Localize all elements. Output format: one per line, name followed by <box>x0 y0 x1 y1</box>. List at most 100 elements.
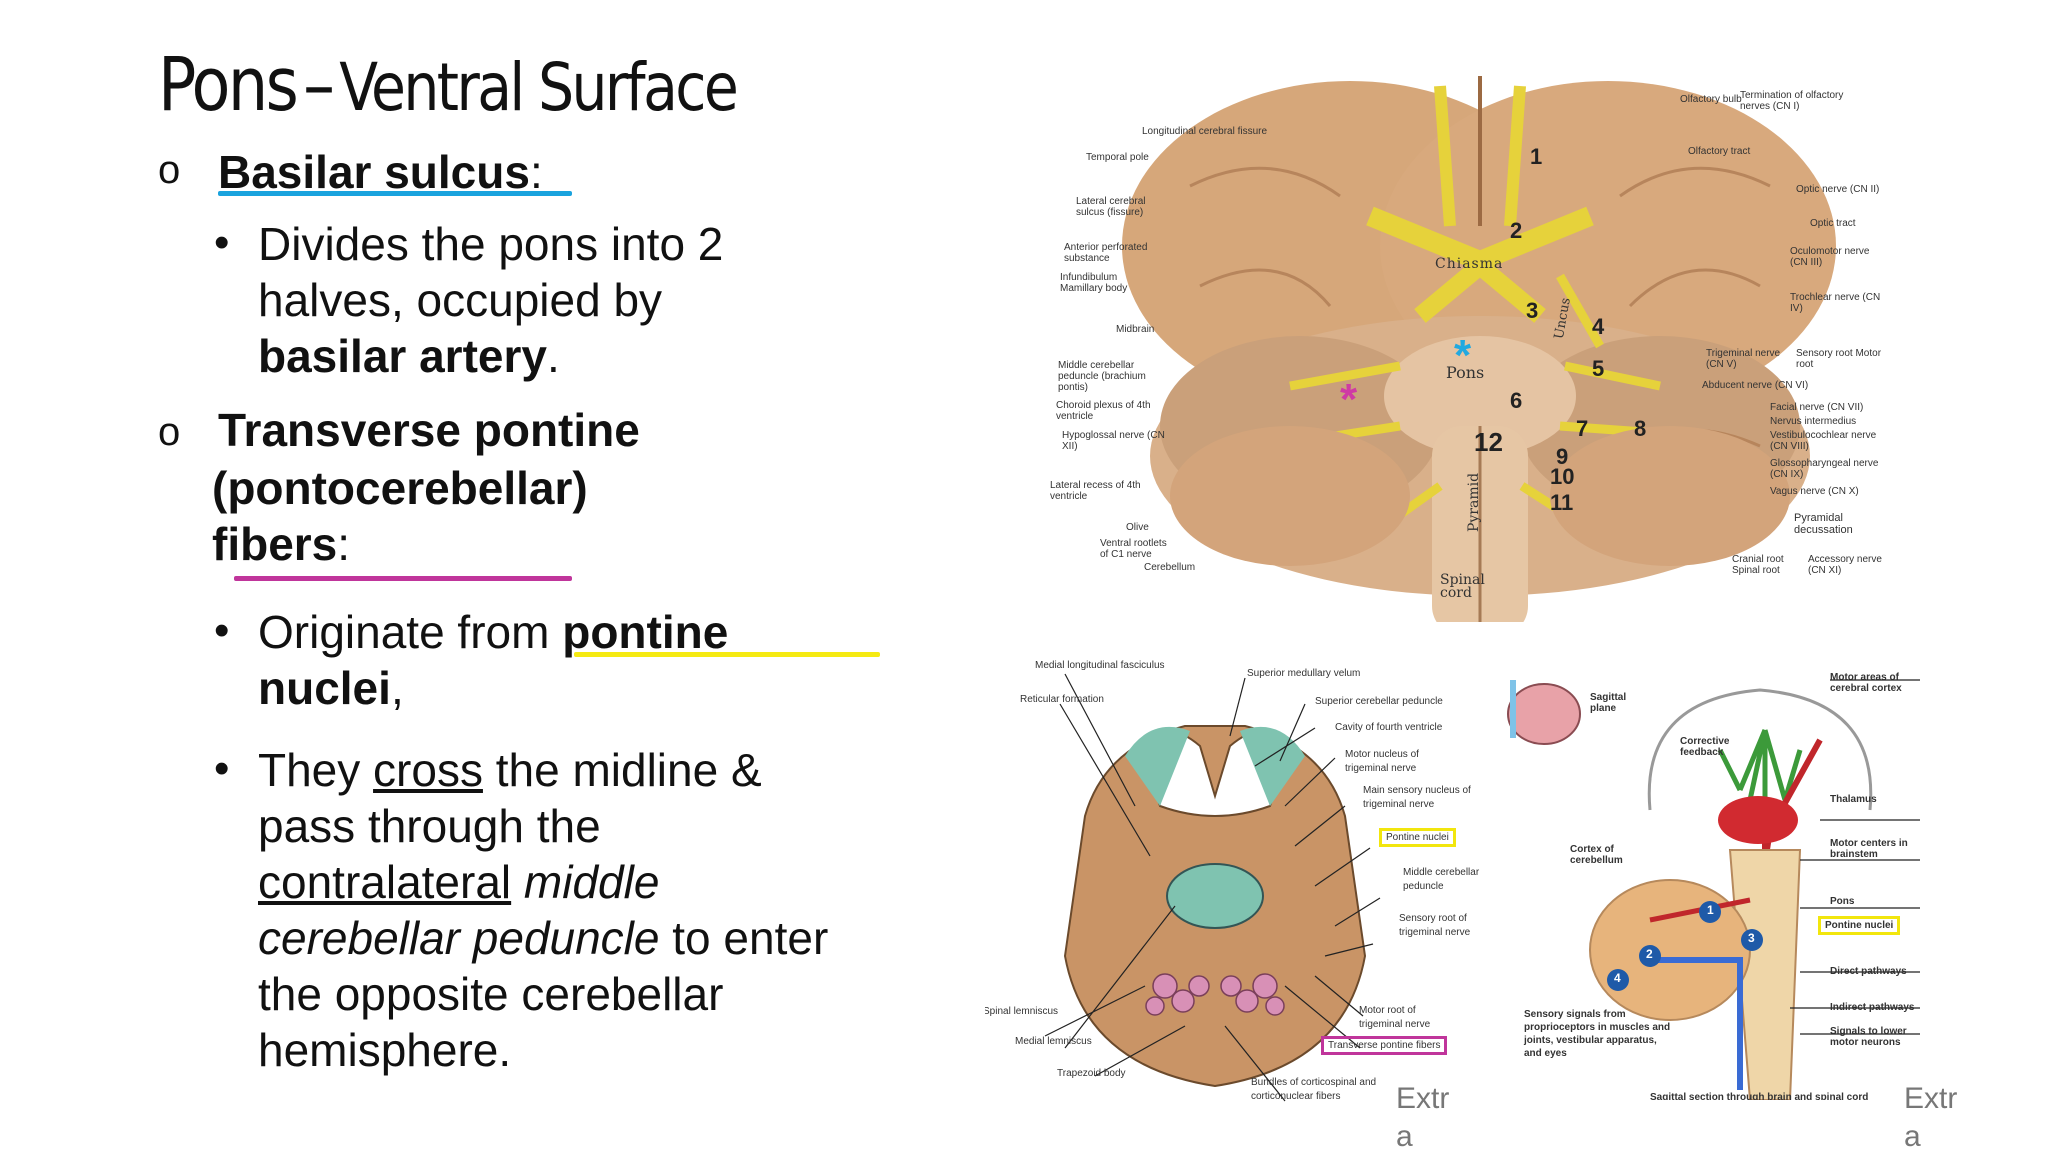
cross-line-4: cerebellar peduncle to enter <box>258 910 828 966</box>
fibers-colon: : <box>337 518 351 570</box>
fig1-right-label: Vestibulocochlear nerve (CN VIII) <box>1770 430 1877 452</box>
blue-underline <box>218 191 572 196</box>
fig2-right-label: Main sensory nucleus of trigeminal nerve <box>1363 785 1471 810</box>
pyramid-label: Pyramid <box>1466 472 1483 533</box>
nuclei-text: nuclei <box>258 662 391 714</box>
fig1-right-label: Oculomotor nerve (CN III) <box>1790 246 1870 268</box>
middle-text: middle <box>523 856 660 908</box>
circle-number: 4 <box>1614 971 1621 985</box>
fig2-right-label: Motor nucleus of trigeminal nerve <box>1345 749 1419 774</box>
dot-bullet: • <box>214 218 230 267</box>
nerve-number: 6 <box>1510 388 1523 413</box>
fibers-text: fibers <box>212 518 338 570</box>
fig1-left-label: Lateral cerebral sulcus (fissure) <box>1076 196 1146 218</box>
fig3-left-label: Corrective feedback <box>1680 736 1730 758</box>
pons-label: Pons <box>1446 363 1485 382</box>
cross-line-2: pass through the <box>258 800 601 852</box>
cerebellar-pathway-figure: 1 2 3 4 Sagittal plane Corrective feedba… <box>1500 660 1920 1100</box>
cross-point: They cross the midline & pass through th… <box>258 742 828 1078</box>
chiasma-label: Chiasma <box>1435 256 1504 272</box>
fig1-left-label: Hypoglossal nerve (CN XII) <box>1062 430 1165 452</box>
midline-text: the midline & <box>495 744 762 796</box>
magenta-star-marker: * <box>1340 375 1358 424</box>
fig1-left-label: Midbrain <box>1116 324 1155 335</box>
fig1-right-label: Accessory nerve (CN XI) <box>1808 554 1882 576</box>
circle-bullet-1: o <box>158 148 181 192</box>
fig3-left-label: Cortex of cerebellum <box>1570 844 1623 866</box>
fig3-right-label: Motor areas of cerebral cortex <box>1830 672 1902 694</box>
fig1-right-label: Pyramidal decussation <box>1794 512 1853 536</box>
fig2-left-label: Medial lemniscus <box>1015 1036 1092 1047</box>
title-sub: Ventral Surface <box>339 49 739 126</box>
basilar-point-1: Divides the pons into 2 halves, occupied… <box>258 216 723 384</box>
fig3-right-label: Signals to lower motor neurons <box>1830 1026 1907 1048</box>
origin-line-1: Originate from pontine <box>258 604 728 660</box>
heading-line-1: Transverse pontine <box>218 404 640 456</box>
nerve-number: 8 <box>1634 416 1647 441</box>
fig3-left-label: Sensory signals from proprioceptors in m… <box>1524 1009 1671 1059</box>
fig1-left-label: Temporal pole <box>1086 152 1149 163</box>
contralateral-text: contralateral <box>258 856 512 908</box>
fig1-right-label: Abducent nerve (CN VI) <box>1702 380 1809 391</box>
fig2-right-label: Bundles of corticospinal and corticonucl… <box>1251 1077 1377 1102</box>
extra-label-2-line-2: a <box>1904 1120 1921 1153</box>
basilar-line-2: halves, occupied by <box>258 274 663 326</box>
peduncle-text: cerebellar peduncle <box>258 912 660 964</box>
spinal-cord-label: Spinal cord <box>1440 572 1485 601</box>
fig1-left-label: Ventral rootlets of C1 nerve <box>1100 538 1167 560</box>
cross-line-5: the opposite cerebellar <box>258 968 724 1020</box>
nerve-number: 4 <box>1592 314 1605 339</box>
extra-label-1-line-1: Extr <box>1396 1082 1450 1115</box>
fig2-right-label: Superior cerebellar peduncle <box>1315 696 1443 707</box>
pathway-illustration <box>1500 660 1920 1100</box>
fig3-right-label: Pons <box>1830 896 1855 907</box>
fig1-left-label: Anterior perforated substance <box>1064 242 1148 264</box>
fig1-right-label: Termination of olfactory nerves (CN I) <box>1740 90 1844 112</box>
fig1-left-label: Infundibulum Mamillary body <box>1060 272 1128 294</box>
yellow-underline <box>574 652 880 657</box>
pontine-text: pontine <box>562 606 729 658</box>
basilar-line-3: basilar artery. <box>258 328 723 384</box>
comma: , <box>390 662 404 714</box>
enter-text: to enter <box>672 912 829 964</box>
nerve-number: 9 <box>1556 444 1569 469</box>
heading-colon: : <box>529 146 543 198</box>
extra-label-1-line-2: a <box>1396 1120 1413 1153</box>
fig1-left-label: Lateral recess of 4th ventricle <box>1050 480 1141 502</box>
fig2-left-label: Medial longitudinal fasciculus <box>1035 660 1165 671</box>
nerve-number: 10 <box>1550 464 1575 489</box>
basilar-artery-text: basilar artery <box>258 330 547 382</box>
nerve-number: 2 <box>1510 218 1523 243</box>
fig1-right-label: Cranial root Spinal root <box>1732 554 1784 576</box>
nerve-number: 12 <box>1474 427 1503 457</box>
nerve-number: 5 <box>1592 356 1605 381</box>
circle-number: 3 <box>1748 931 1755 945</box>
blue-star-marker: * <box>1454 331 1472 380</box>
brainstem-illustration <box>1040 66 1906 622</box>
fig2-right-label: Superior medullary velum <box>1247 668 1361 679</box>
fig2-right-label: Cavity of fourth ventricle <box>1335 722 1443 733</box>
slide-title: Pons–Ventral Surface <box>158 42 739 128</box>
fig1-right-label: Optic nerve (CN II) <box>1796 184 1880 195</box>
fig2-left-label: Spinal lemniscus <box>985 1006 1059 1017</box>
fig1-right-label: Optic tract <box>1810 218 1856 229</box>
fig3-right-label: Direct pathways <box>1830 966 1907 977</box>
they-text: They <box>258 744 361 796</box>
heading-line-2: (pontocerebellar) <box>212 462 588 514</box>
origin-text: Originate from <box>258 606 550 658</box>
basilar-sulcus-heading: Basilar sulcus: <box>218 144 543 200</box>
title-dash: – <box>303 42 335 128</box>
extra-label-2: Extr a <box>1904 1080 1957 1156</box>
circle-number: 2 <box>1646 947 1653 961</box>
circle-bullet-2: o <box>158 410 181 454</box>
dot-bullet: • <box>214 744 230 793</box>
brainstem-ventral-figure: Chiasma Pons Pyramid Uncus Spinal cord 1… <box>1040 66 1906 622</box>
nerve-number: 7 <box>1576 416 1589 441</box>
nerve-number: 11 <box>1550 490 1574 515</box>
circle-number: 1 <box>1707 903 1714 917</box>
basilar-sulcus-text: Basilar sulcus <box>218 146 530 198</box>
fig1-left-label: Middle cerebellar peduncle (brachium pon… <box>1058 360 1146 393</box>
pontine-nuclei-highlight: Pontine nuclei <box>1379 828 1456 847</box>
title-main: Pons <box>158 42 299 128</box>
cross-line-3: contralateral middle <box>258 854 828 910</box>
